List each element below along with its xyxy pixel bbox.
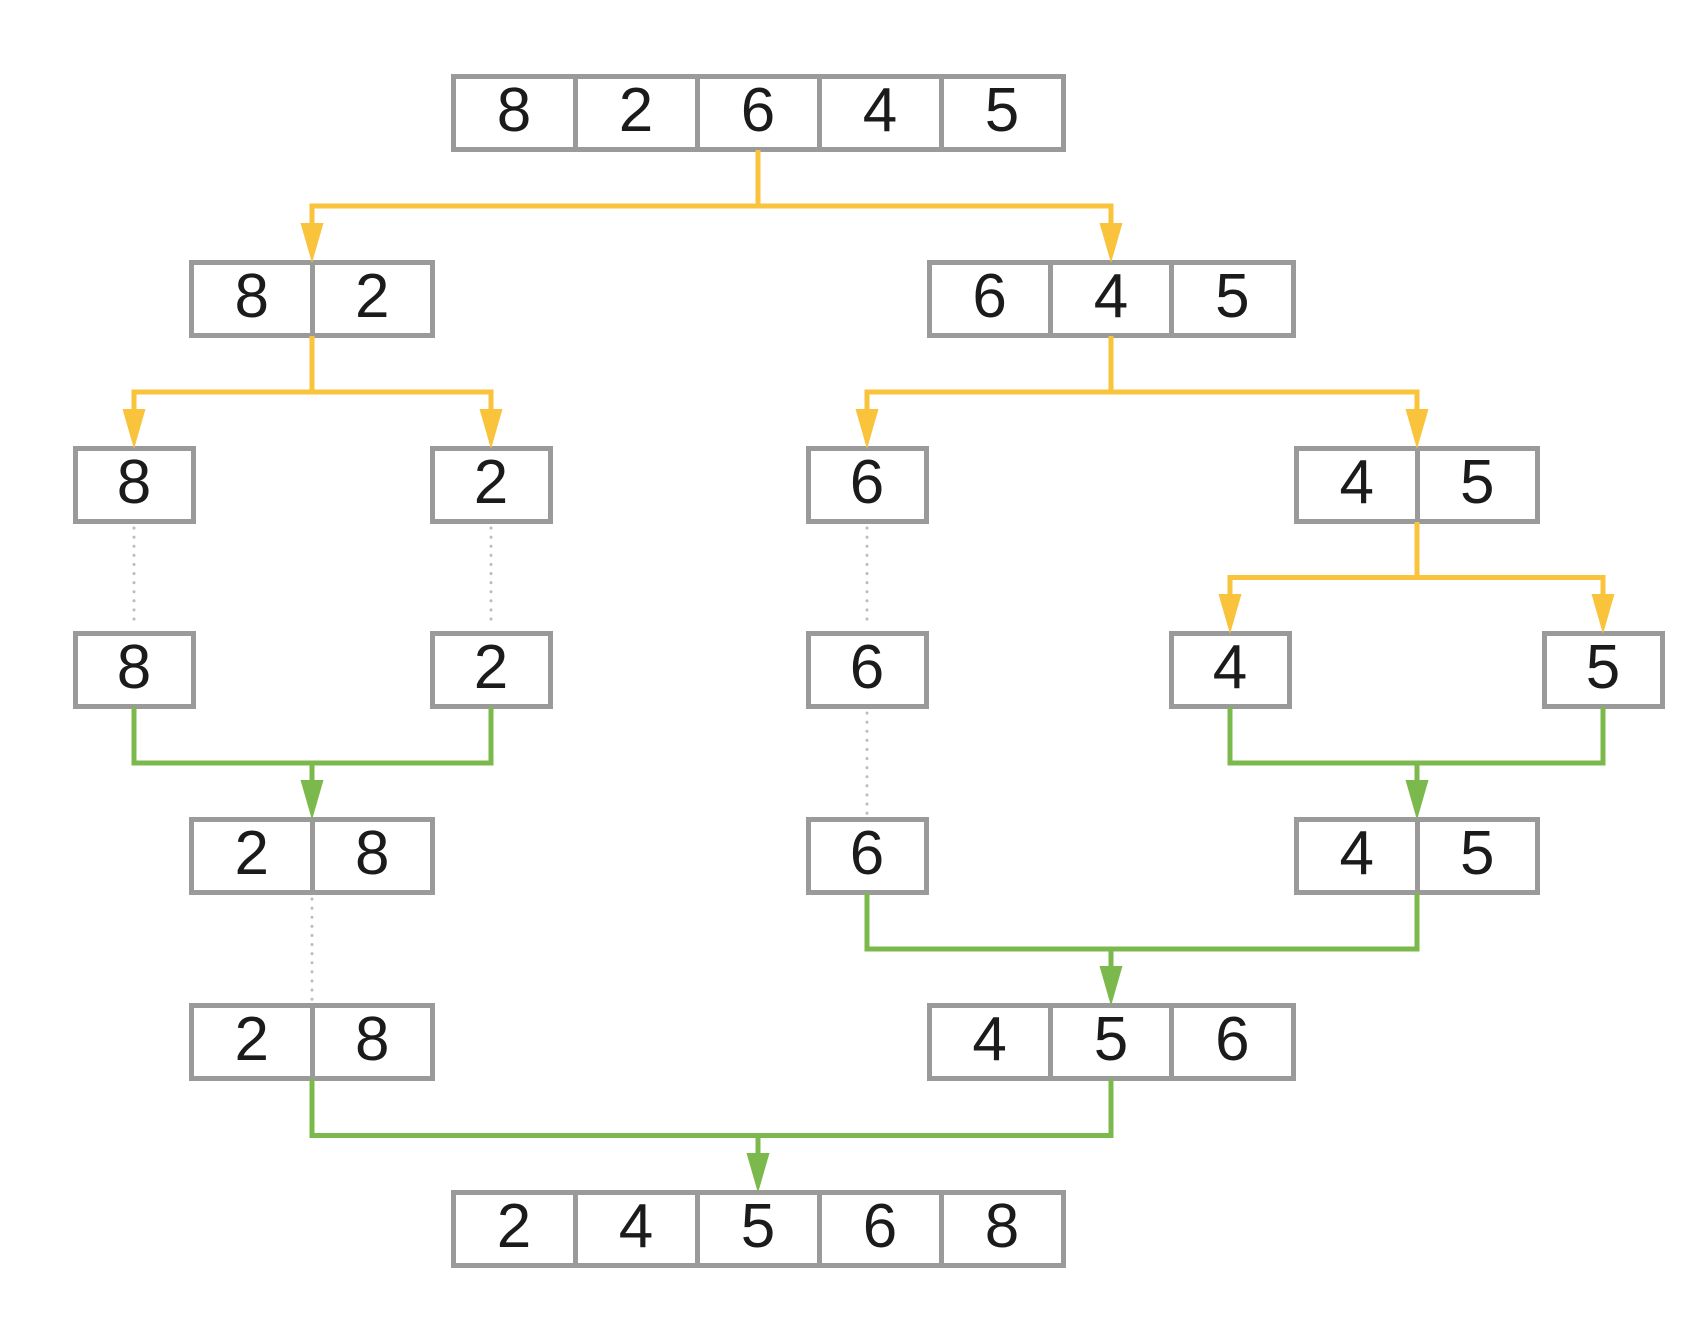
array-cell: 4 — [1339, 448, 1374, 517]
split-arrowhead — [1591, 594, 1615, 634]
array-cell: 5 — [694, 1195, 817, 1263]
array-cell: 4 — [572, 1195, 695, 1263]
merge-connector — [1227, 707, 1606, 766]
array-cell: 5 — [1414, 451, 1536, 519]
split-arrowhead — [855, 409, 879, 449]
array-node-s6a: 6 — [805, 446, 929, 524]
merge-connector — [309, 1079, 1114, 1138]
array-cell: 6 — [849, 633, 885, 702]
array-cell: 5 — [1169, 265, 1290, 333]
array-cell: 8 — [938, 1195, 1061, 1263]
array-cell: 5 — [1047, 1008, 1169, 1076]
array-cell: 8 — [496, 76, 532, 145]
array-cell: 6 — [972, 262, 1007, 331]
array-cell: 2 — [473, 448, 509, 517]
split-arrowhead — [479, 409, 503, 449]
array-node-s2b: 2 — [429, 631, 553, 709]
array-node-s5: 5 — [1541, 631, 1665, 709]
split-arrowhead — [122, 409, 146, 449]
split-arrowhead — [1218, 594, 1242, 634]
split-connector — [864, 389, 1420, 417]
array-cell: 2 — [309, 265, 431, 333]
array-node-s2a: 2 — [429, 446, 553, 524]
array-node-s6c: 6 — [805, 817, 929, 895]
array-cell: 6 — [1169, 1008, 1290, 1076]
merge-arrowhead — [300, 780, 324, 820]
array-node-s6b: 6 — [805, 631, 929, 709]
split-connector — [131, 389, 494, 417]
merge-connector — [864, 893, 1420, 952]
array-cell: 8 — [309, 822, 431, 890]
array-cell: 8 — [116, 448, 152, 517]
array-cell: 6 — [849, 819, 885, 888]
array-cell: 8 — [234, 262, 269, 331]
split-arrowhead — [300, 223, 324, 263]
array-cell: 6 — [816, 1195, 939, 1263]
split-arrowhead — [1405, 409, 1429, 449]
array-cell: 2 — [234, 819, 269, 888]
array-cell: 4 — [1047, 265, 1169, 333]
split-arrowhead — [1099, 223, 1123, 263]
array-cell: 4 — [972, 1005, 1007, 1074]
array-cell: 6 — [849, 448, 885, 517]
array-cell: 2 — [234, 1005, 269, 1074]
array-cell: 5 — [938, 79, 1061, 147]
array-node-s4: 4 — [1168, 631, 1292, 709]
array-node-s8b: 8 — [72, 631, 196, 709]
merge-arrowhead — [746, 1153, 770, 1193]
merge-arrowhead — [1099, 966, 1123, 1006]
split-connector — [1227, 575, 1606, 602]
array-cell: 2 — [473, 633, 509, 702]
split-connector — [309, 203, 1114, 231]
array-cell: 2 — [572, 79, 695, 147]
array-cell: 4 — [1212, 633, 1248, 702]
array-cell: 8 — [116, 633, 152, 702]
array-cell: 5 — [1414, 822, 1536, 890]
array-node-s8a: 8 — [72, 446, 196, 524]
array-cell: 4 — [816, 79, 939, 147]
array-cell: 2 — [496, 1192, 532, 1261]
merge-connector — [131, 707, 494, 766]
array-cell: 8 — [309, 1008, 431, 1076]
merge-arrowhead — [1405, 780, 1429, 820]
array-cell: 5 — [1585, 633, 1621, 702]
array-cell: 4 — [1339, 819, 1374, 888]
array-cell: 6 — [694, 79, 817, 147]
